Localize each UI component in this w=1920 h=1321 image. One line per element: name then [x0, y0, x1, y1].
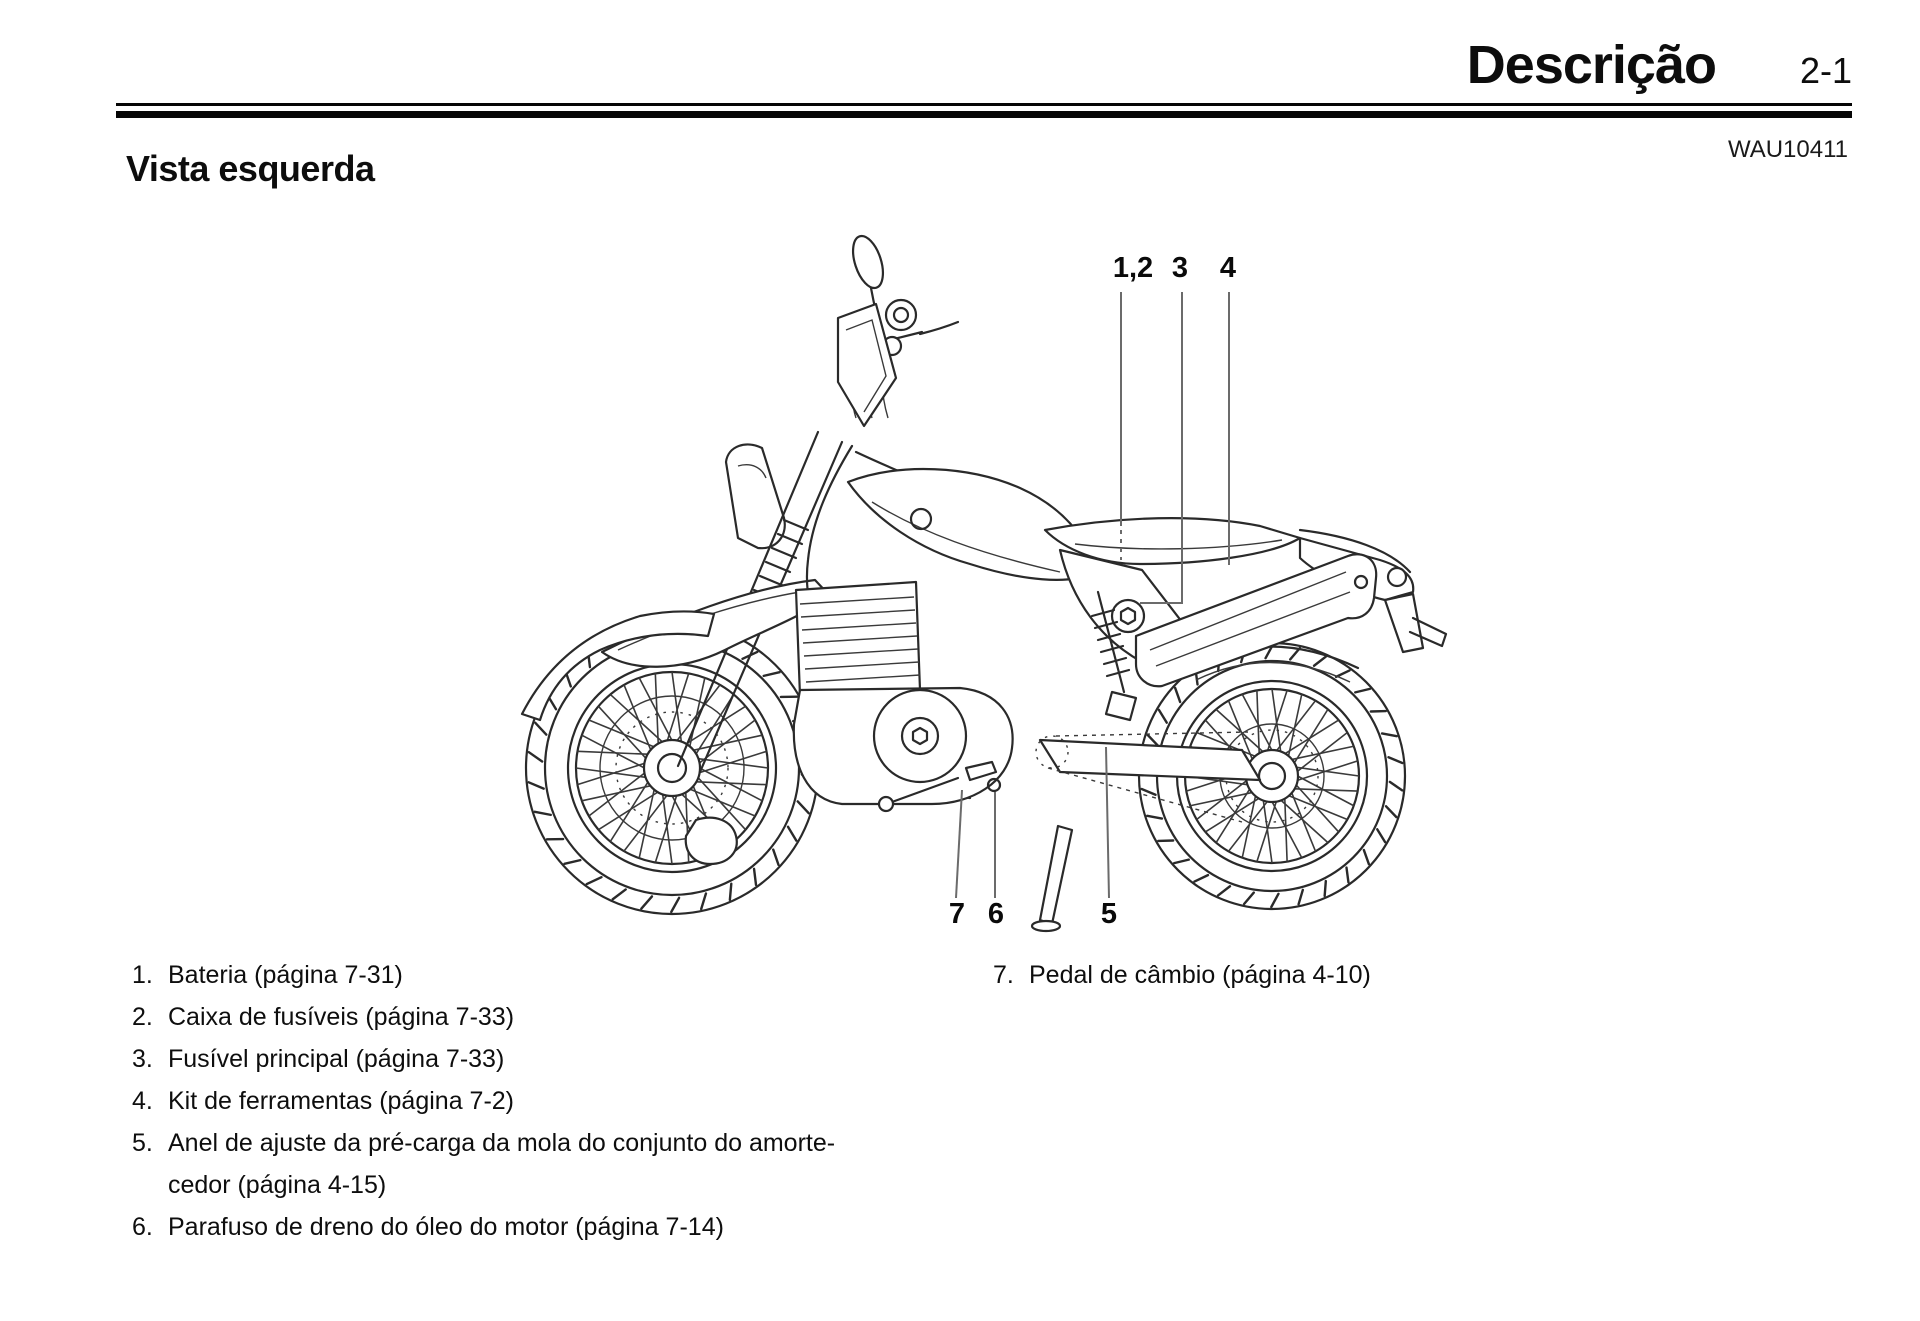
fuel-cap — [909, 507, 933, 531]
motorcycle-illustration — [500, 220, 1500, 960]
rear-shock — [1096, 590, 1126, 694]
legend-item-text: Bateria (página 7-31) — [168, 961, 403, 989]
grab-rail — [1298, 528, 1412, 574]
front-hub — [642, 738, 702, 798]
seat-seam — [1074, 539, 1283, 550]
shock-spring — [1090, 608, 1131, 678]
shock-linkage — [1104, 690, 1138, 722]
clutch-cover — [872, 688, 968, 784]
footpeg — [964, 760, 998, 782]
headlight-bulb — [892, 306, 910, 324]
legend-item-text: Anel de ajuste da pré-carga da mola do c… — [168, 1122, 852, 1206]
shift-pedal — [890, 776, 960, 804]
callout-label-5: 5 — [1100, 898, 1118, 930]
front-hub-inner — [656, 752, 688, 784]
section-heading: Vista esquerda — [126, 148, 375, 189]
legend-item-6: 6. Parafuso de dreno do óleo do motor (p… — [132, 1206, 852, 1248]
muffler-outlet — [1353, 574, 1369, 590]
shift-pedal-tip — [877, 795, 895, 813]
fork-cover-detail — [737, 464, 767, 479]
legend-item-2: 2. Caixa de fusíveis (página 7-33) — [132, 996, 852, 1038]
rear-spokes — [1184, 688, 1360, 864]
legend-item-4: 4. Kit de ferramentas (página 7-2) — [132, 1080, 852, 1122]
legend-left-column: 1. Bateria (página 7-31) 2. Caixa de fus… — [132, 954, 852, 1248]
legend-item-3: 3. Fusível principal (página 7-33) — [132, 1038, 852, 1080]
header-rule-thick — [116, 111, 1852, 118]
header-rule-thin — [116, 103, 1852, 106]
legend-item-number: 4. — [132, 1087, 153, 1115]
leader-line-7 — [955, 789, 963, 899]
page-header: Descrição 2-1 — [1467, 34, 1852, 96]
legend-right-column: 7. Pedal de câmbio (página 4-10) — [993, 954, 1493, 996]
windscreen — [836, 302, 898, 428]
rear-signal — [1408, 616, 1448, 648]
clutch-cover-inner — [900, 716, 940, 756]
page-number: 2-1 — [1799, 50, 1852, 91]
legend-item-number: 6. — [132, 1213, 153, 1241]
callout-label-6: 6 — [987, 898, 1005, 930]
page-title: Descrição — [1466, 35, 1717, 95]
headlight — [884, 298, 918, 332]
legend-item-text: Caixa de fusíveis (página 7-33) — [168, 1003, 515, 1031]
muffler — [1134, 553, 1378, 688]
tank-shroud-line — [871, 501, 1061, 573]
leader-line-3 — [1140, 292, 1183, 604]
brake-lever — [918, 320, 960, 336]
fork-cover-plate — [724, 443, 786, 550]
front-mudguard — [520, 610, 716, 722]
front-disc-bolts — [615, 711, 729, 825]
callout-label-1-2: 1,2 — [1112, 252, 1154, 284]
front-brake-disc — [599, 695, 745, 841]
cap-hex — [1119, 606, 1137, 626]
callout-label-4: 4 — [1219, 252, 1237, 284]
fuel-tank — [846, 467, 1098, 581]
mirror — [851, 234, 885, 290]
legend-item-line: cedor (página 4-15) — [168, 1171, 387, 1199]
legend-item-text: Parafuso de dreno do óleo do motor (pági… — [168, 1213, 724, 1241]
legend-item-number: 7. — [993, 961, 1014, 989]
rear-tread — [1140, 643, 1404, 909]
clutch-hex — [911, 726, 929, 746]
legend-item-number: 1. — [132, 961, 153, 989]
legend-item-number: 3. — [132, 1045, 153, 1073]
rear-inner-fender-line — [1195, 661, 1351, 683]
oil-drain-bolt — [986, 777, 1002, 793]
motorcycle-left-view-drawing — [520, 234, 1448, 933]
legend-item-text: Pedal de câmbio (página 4-10) — [1029, 961, 1371, 989]
legend-item-5: 5. Anel de ajuste da pré-carga da mola d… — [132, 1122, 852, 1206]
front-brake-caliper — [684, 816, 738, 866]
legend-item-number: 2. — [132, 1003, 153, 1031]
callout-label-3: 3 — [1171, 252, 1189, 284]
legend-item-1: 1. Bateria (página 7-31) — [132, 954, 852, 996]
rear-hub-inner — [1257, 761, 1287, 791]
tail-light — [1386, 566, 1408, 588]
chain-lower — [1047, 767, 1243, 823]
callout-label-7: 7 — [948, 898, 966, 930]
legend-item-number: 5. — [132, 1129, 153, 1157]
leader-line-5 — [1105, 746, 1110, 899]
rear-mudflap — [1383, 592, 1425, 654]
doc-code: WAU10411 — [1727, 136, 1848, 163]
legend-item-text: Kit de ferramentas (página 7-2) — [168, 1087, 515, 1115]
kickstand — [1038, 824, 1074, 926]
side-panel-cap — [1110, 598, 1146, 634]
muffler-shield-lines — [1149, 571, 1351, 667]
windscreen-inner — [845, 319, 887, 413]
swingarm — [1038, 738, 1262, 782]
cooling-fins — [799, 596, 921, 683]
front-sprocket — [1035, 735, 1069, 769]
legend-item-text: Fusível principal (página 7-33) — [168, 1045, 505, 1073]
rear-sprocket — [1225, 729, 1319, 823]
kickstand-foot — [1030, 919, 1062, 933]
legend-item-line: Anel de ajuste da pré-carga da mola do c… — [168, 1129, 836, 1157]
legend-item-7: 7. Pedal de câmbio (página 4-10) — [993, 954, 1493, 996]
